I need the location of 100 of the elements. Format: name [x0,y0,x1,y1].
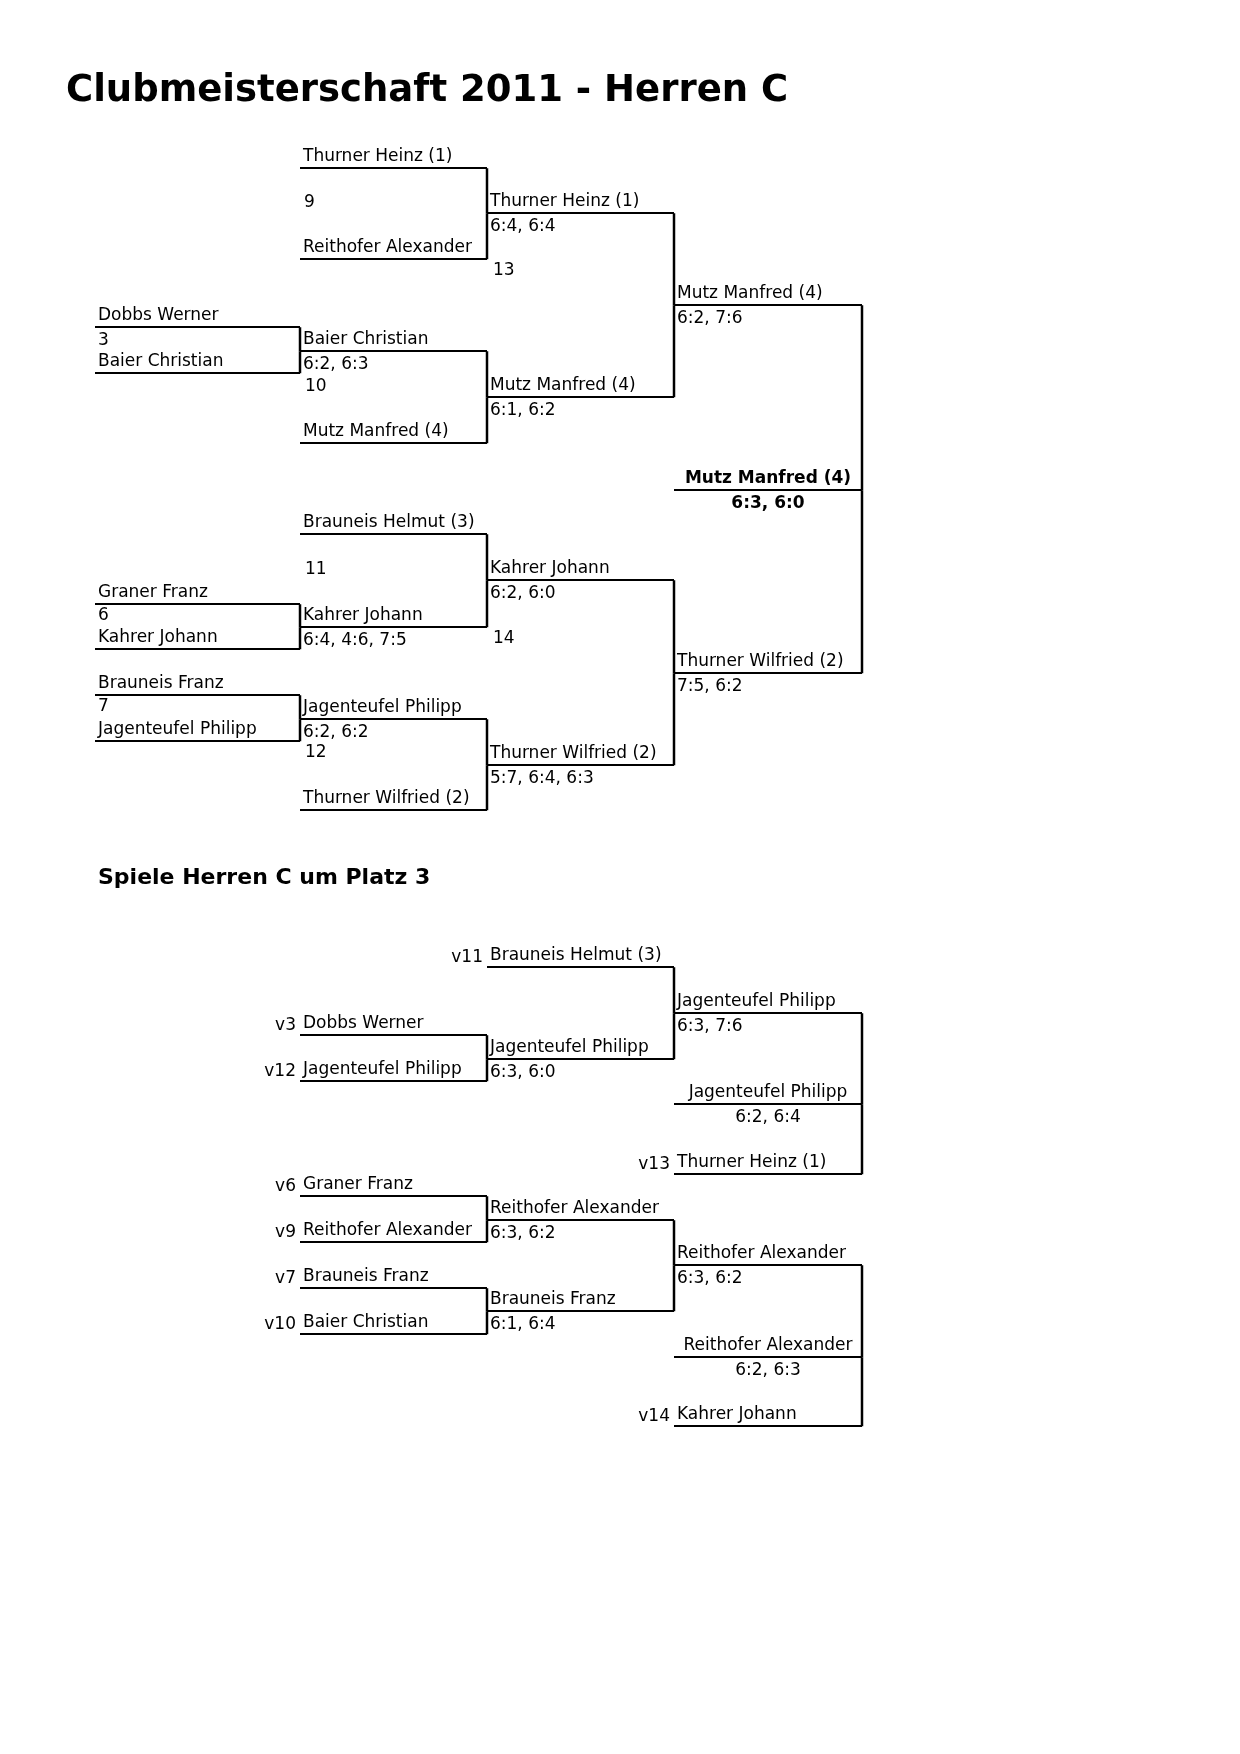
player-name: Reithofer Alexander [674,1333,862,1358]
bracket-line [672,1013,676,1060]
player-name: Brauneis Helmut (3) [487,943,674,968]
match-score: 6:4, 6:4 [489,214,557,237]
player-name: Brauneis Franz [95,671,300,696]
match-number: 9 [304,189,315,213]
player-name: Brauneis Helmut (3) [300,510,487,535]
player-name: Baier Christian [300,1310,487,1335]
player-name: Mutz Manfred (4) [674,281,862,306]
player-name: Thurner Wilfried (2) [487,741,674,766]
match-number: 14 [493,625,515,649]
bracket-line [298,351,302,374]
bracket-line [485,397,489,444]
player-name: Graner Franz [95,580,300,605]
section-heading: Spiele Herren C um Platz 3 [98,863,431,891]
match-number: 11 [305,556,327,580]
player-name: Graner Franz [300,1172,487,1197]
bracket-line [485,1059,489,1082]
draw-position: v10 [264,1312,296,1335]
bracket-line [672,305,676,398]
bracket-line [298,327,302,352]
bracket-line [485,213,489,260]
bracket-line [485,1288,489,1312]
match-score: 6:4, 4:6, 7:5 [302,628,408,651]
bracket-line [485,168,489,214]
player-name: Thurner Wilfried (2) [674,649,862,674]
draw-position: v7 [275,1266,296,1289]
bracket-line [860,305,864,491]
bracket-line [860,1104,864,1175]
match-score: 6:3, 6:2 [676,1266,744,1289]
match-score: 6:2, 7:6 [676,306,744,329]
match-number: 7 [98,693,109,717]
bracket-line [298,695,302,720]
player-name: Reithofer Alexander [300,1218,487,1243]
draw-position: v3 [275,1013,296,1036]
match-score: 6:2, 6:4 [734,1105,802,1128]
player-name: Dobbs Werner [95,303,300,328]
bracket-line [298,604,302,628]
match-score: 5:7, 6:4, 6:3 [489,766,595,789]
draw-position: v11 [451,945,483,968]
player-name: Mutz Manfred (4) [300,419,487,444]
bracket-line [298,719,302,742]
match-score: 6:1, 6:4 [489,1312,557,1335]
bracket-line [860,1013,864,1105]
bracket-line [485,580,489,628]
bracket-line [485,351,489,398]
player-name: Dobbs Werner [300,1011,487,1036]
page-title: Clubmeisterschaft 2011 - Herren C [66,66,789,112]
bracket-line [298,627,302,650]
match-number: 10 [305,373,327,397]
player-name: Mutz Manfred (4) [487,373,674,398]
match-number: 6 [98,602,109,626]
match-score: 6:2, 6:3 [302,352,370,375]
bracket-line [485,765,489,811]
player-name: Mutz Manfred (4) [674,466,862,491]
draw-position: v12 [264,1059,296,1082]
match-score: 6:2, 6:3 [734,1358,802,1381]
player-name: Brauneis Franz [487,1287,674,1312]
bracket-line [485,1035,489,1060]
bracket-slot [674,466,862,514]
match-score: 6:1, 6:2 [489,398,557,421]
player-name: Jagenteufel Philipp [300,1057,487,1082]
bracket-line [860,1265,864,1358]
player-name: Reithofer Alexander [674,1241,862,1266]
bracket-line [485,534,489,581]
bracket-line [672,580,676,674]
bracket-line [672,213,676,306]
bracket-line [672,1265,676,1312]
player-name: Kahrer Johann [674,1402,862,1427]
match-score: 6:3, 6:0 [730,491,806,514]
player-name: Jagenteufel Philipp [300,695,487,720]
player-name: Reithofer Alexander [300,235,487,260]
player-name: Baier Christian [300,327,487,352]
match-score: 6:3, 7:6 [676,1014,744,1037]
match-score: 7:5, 6:2 [676,674,744,697]
player-name: Thurner Heinz (1) [487,189,674,214]
player-name: Thurner Heinz (1) [300,144,487,169]
player-name: Kahrer Johann [300,603,487,628]
player-name: Jagenteufel Philipp [487,1035,674,1060]
draw-position: v14 [638,1404,670,1427]
draw-position: v6 [275,1174,296,1197]
bracket-line [672,673,676,766]
bracket-line [672,967,676,1014]
bracket-line [672,1220,676,1266]
match-score: 6:3, 6:2 [489,1221,557,1244]
player-name: Jagenteufel Philipp [674,1080,862,1105]
player-name: Reithofer Alexander [487,1196,674,1221]
match-number: 13 [493,257,515,281]
player-name: Thurner Wilfried (2) [300,786,487,811]
player-name: Jagenteufel Philipp [95,717,300,742]
draw-position: v9 [275,1220,296,1243]
match-score: 6:2, 6:0 [489,581,557,604]
match-number: 3 [98,327,109,351]
player-name: Kahrer Johann [95,625,300,650]
player-name: Brauneis Franz [300,1264,487,1289]
player-name: Kahrer Johann [487,556,674,581]
match-score: 6:3, 6:0 [489,1060,557,1083]
player-name: Jagenteufel Philipp [674,989,862,1014]
bracket-line [485,719,489,766]
player-name: Thurner Heinz (1) [674,1150,862,1175]
